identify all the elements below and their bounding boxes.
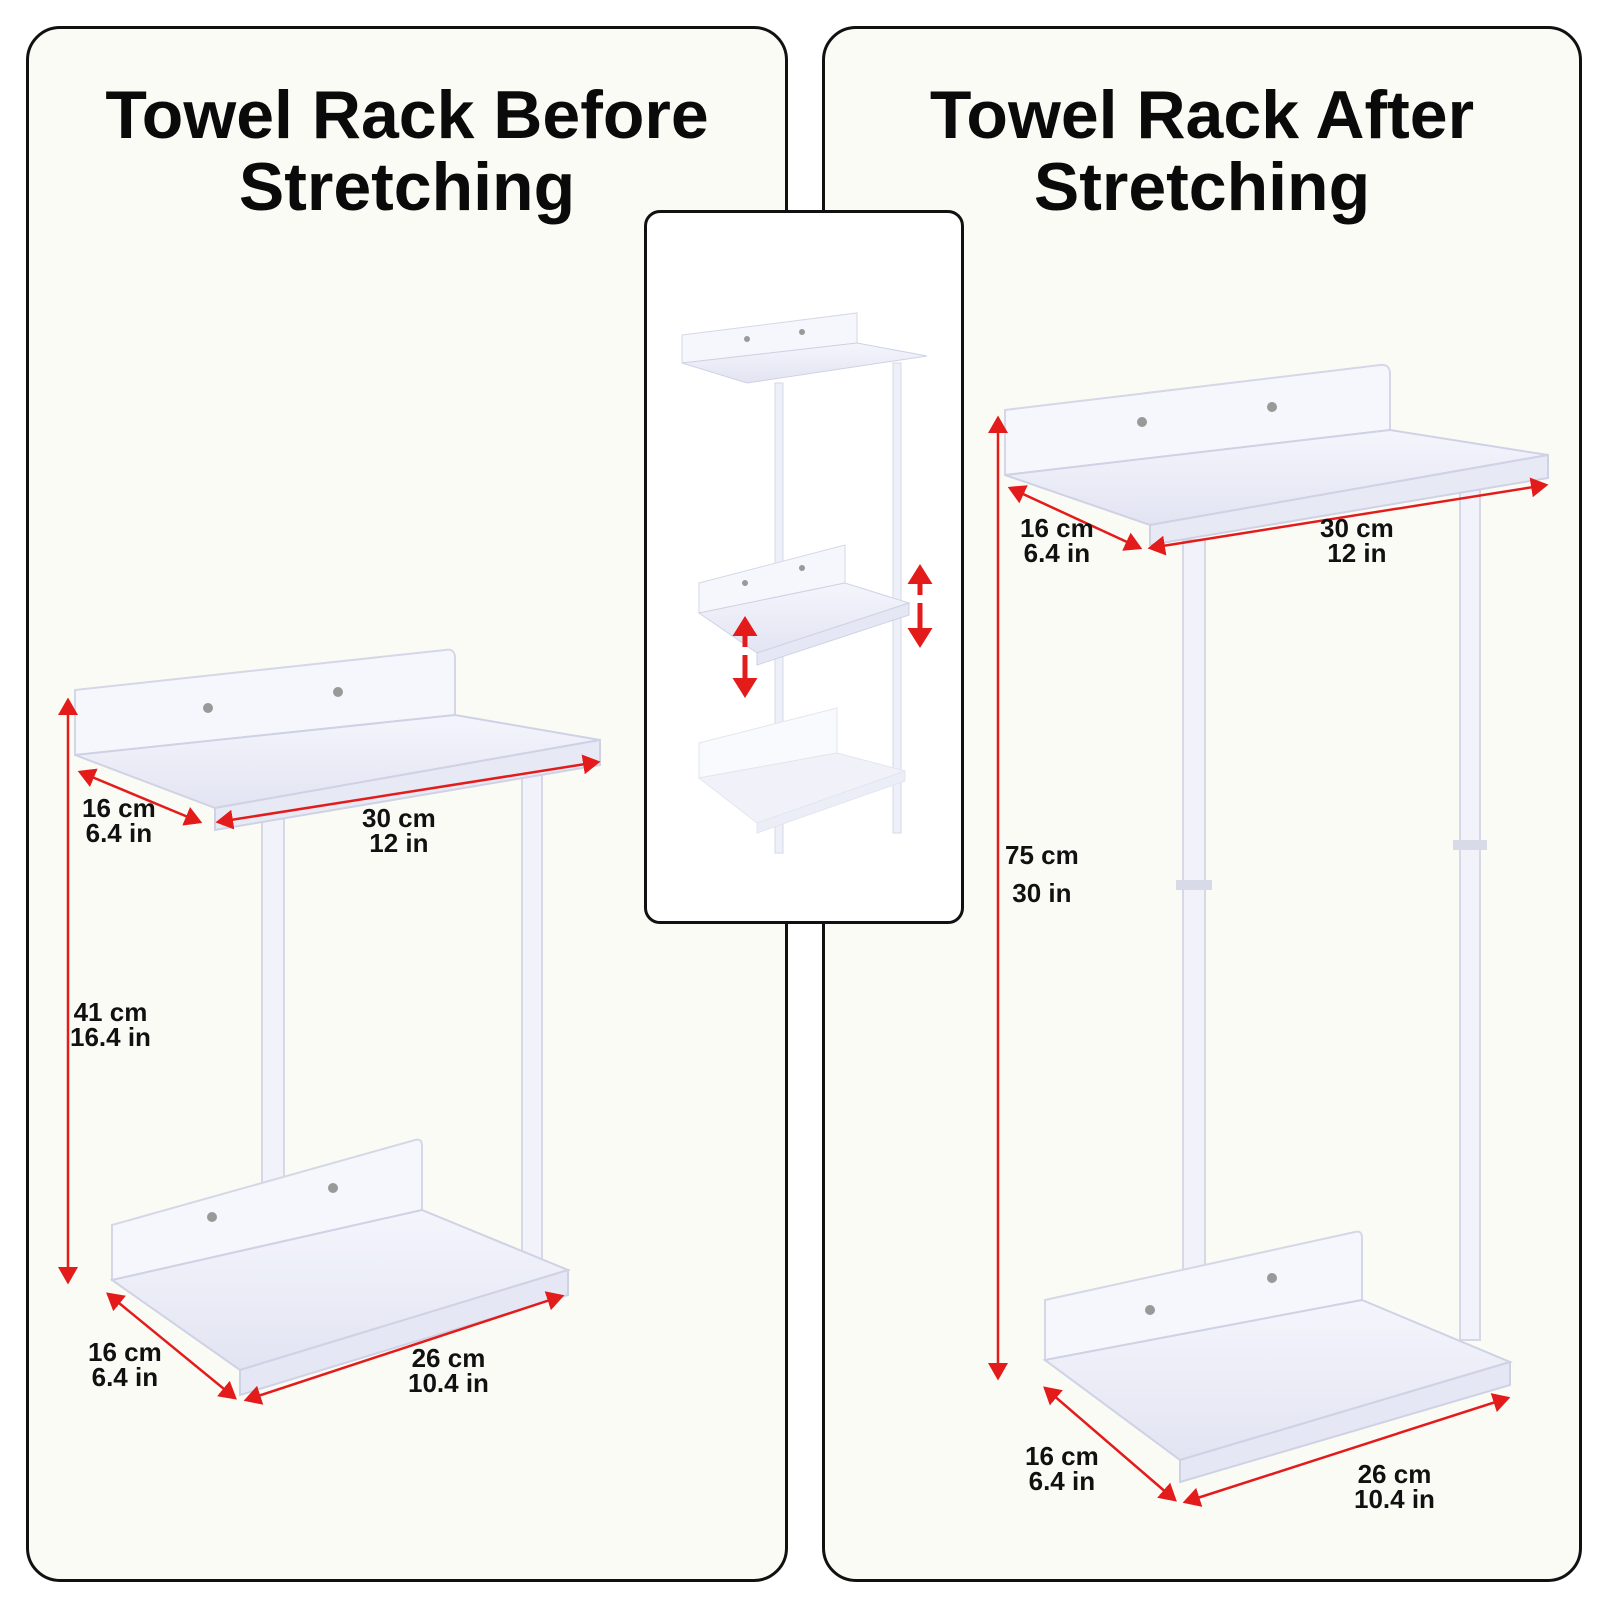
- after-rack-image: [988, 363, 1549, 1507]
- after-title-line1: Towel Rack After: [929, 77, 1475, 153]
- adjustable-shelf-inset: [644, 210, 964, 924]
- after-panel-title: Towel Rack After Stretching: [825, 79, 1579, 223]
- before-title-line1: Towel Rack Before: [105, 77, 709, 153]
- before-title-line2: Stretching: [238, 149, 576, 225]
- before-rack-image: [58, 648, 601, 1405]
- after-title-line2: Stretching: [1033, 149, 1371, 225]
- before-panel-title: Towel Rack Before Stretching: [29, 79, 785, 223]
- adjustable-shelf-illustration: [681, 312, 933, 854]
